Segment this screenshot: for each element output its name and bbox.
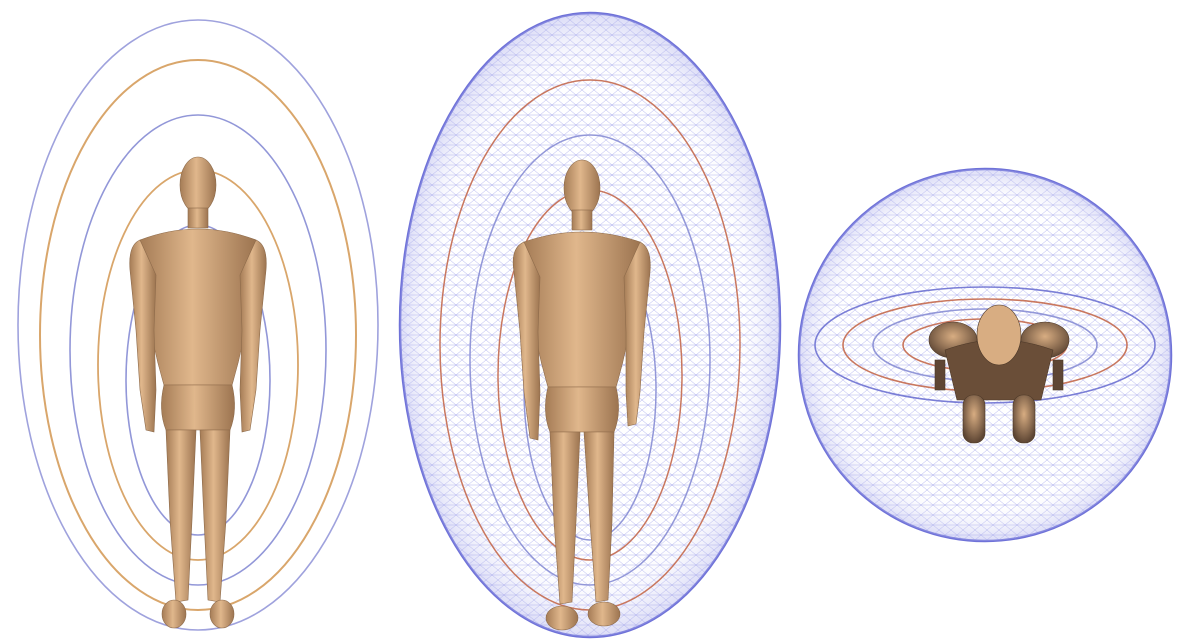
front-view-panel <box>0 0 395 641</box>
mesh-ellipsoid-panel <box>390 0 790 641</box>
human-figure-front <box>130 157 267 628</box>
top-sphere-panel <box>795 0 1191 641</box>
